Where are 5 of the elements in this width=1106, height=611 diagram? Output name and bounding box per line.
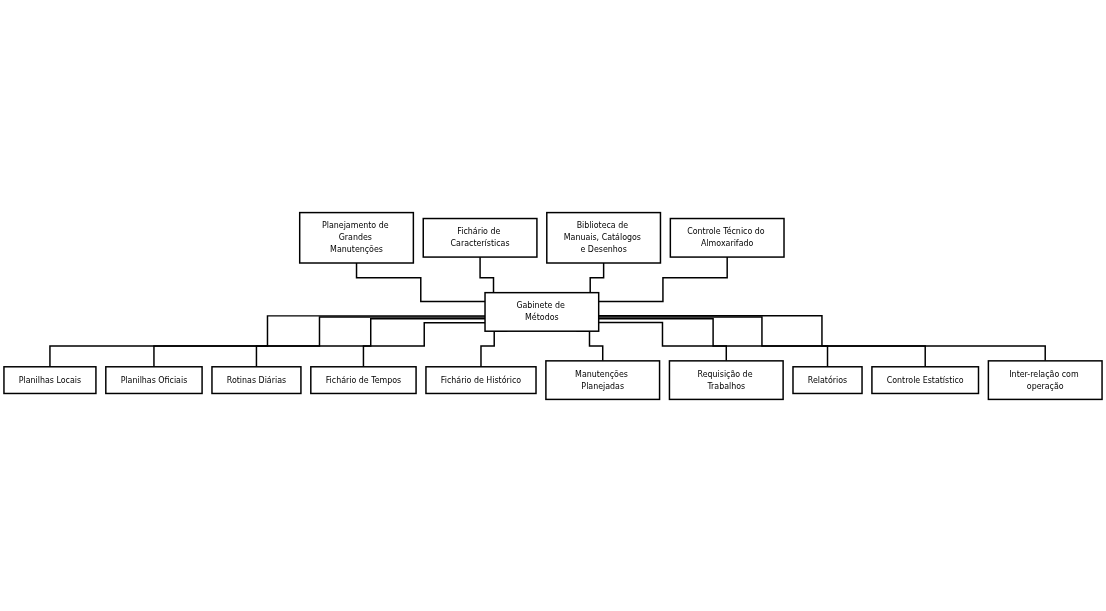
connector — [49, 314, 486, 368]
connector — [355, 261, 486, 302]
connector — [255, 317, 486, 368]
connector — [153, 315, 486, 368]
connector — [362, 321, 486, 368]
